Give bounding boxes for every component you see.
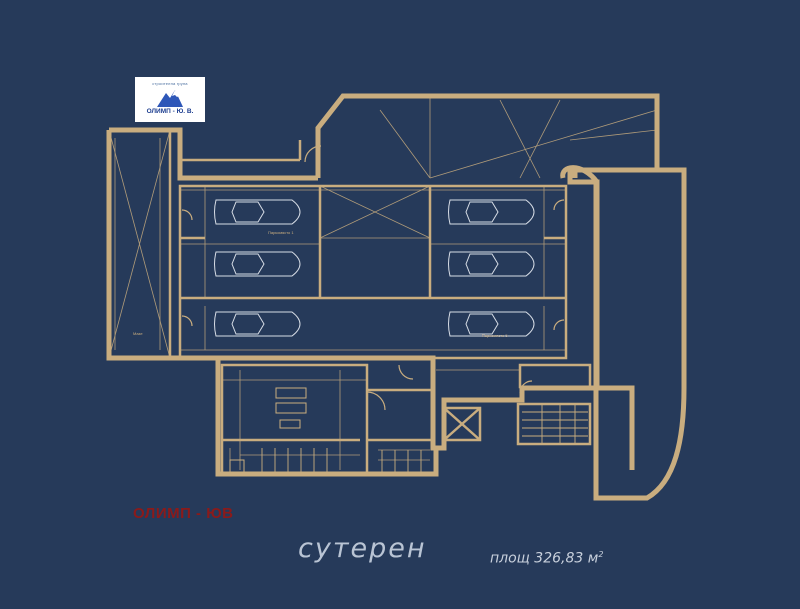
logo-tagline: строителна група (152, 81, 188, 86)
room-label-storage: Мазе (133, 331, 143, 336)
floor-title: сутерен (298, 533, 427, 564)
stairs (261, 404, 588, 472)
floor-area-text: площ 326,83 м (490, 550, 599, 567)
watermark: ОЛИМП - ЮВ (133, 505, 234, 522)
floor-area-unit-sup: 2 (598, 550, 604, 559)
exterior-walls (106, 93, 687, 501)
interior-walls (168, 130, 592, 476)
car-3 (214, 311, 301, 337)
parked-cars (214, 199, 535, 337)
equipment (229, 387, 307, 473)
construction-lines (108, 96, 658, 474)
mountain-icon (157, 90, 183, 107)
room-label-parking-1: Паркомясто 1 (268, 230, 294, 235)
logo-name: ОЛИМП - Ю. В. (146, 108, 194, 115)
doors (181, 145, 565, 411)
car-5 (448, 251, 535, 277)
car-2 (214, 251, 301, 277)
car-4 (448, 199, 535, 225)
car-6 (448, 311, 535, 337)
room-label-parking-5: Паркомясто 5 (482, 333, 508, 338)
company-logo: строителна група ОЛИМП - Ю. В. (135, 77, 205, 122)
car-1 (214, 199, 301, 225)
floor-area: площ 326,83 м2 (490, 550, 603, 567)
